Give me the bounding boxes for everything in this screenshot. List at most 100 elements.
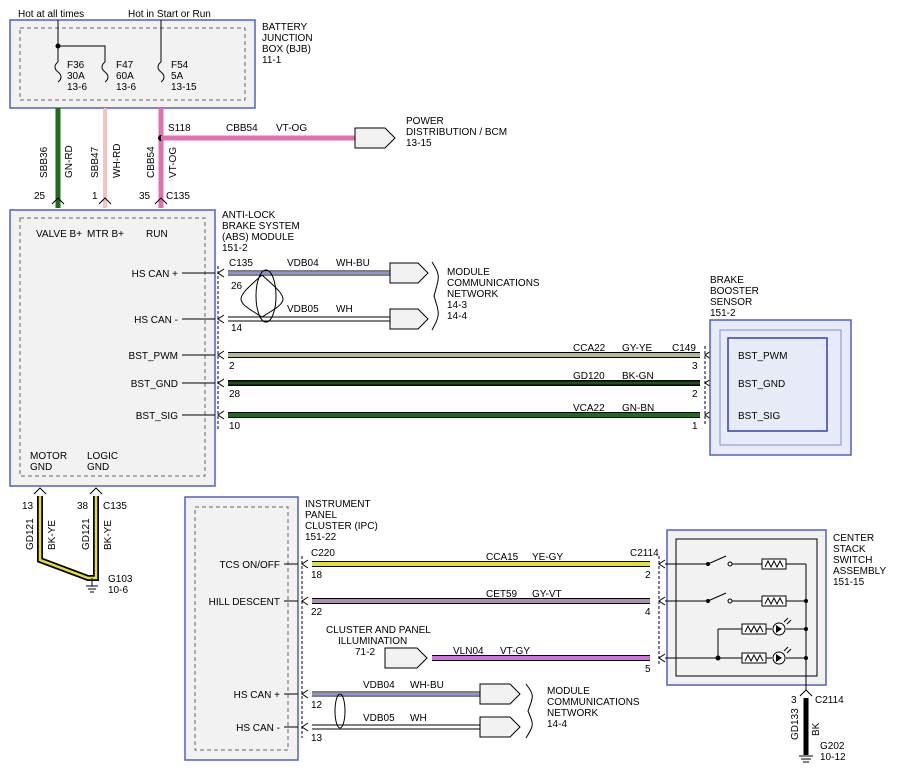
mcn-top-2: COMMUNICATIONS: [447, 278, 540, 289]
bjb-bus-line: [57, 20, 106, 62]
hot-at-all-times-label: Hot at all times: [18, 9, 84, 20]
connector-icon: [704, 350, 712, 360]
ground-icon: [86, 578, 98, 593]
hill-descent-switch-icon: [707, 592, 727, 602]
gd120-color: BK-GN: [622, 371, 654, 382]
booster-inner-1: [719, 329, 842, 446]
abs-inner-dashed: [19, 217, 206, 477]
mcn-top-5: 14-4: [447, 311, 467, 322]
fuse-f54-icon: [157, 61, 165, 83]
run-label: RUN: [146, 229, 168, 240]
bst-sig-label: BST_SIG: [136, 411, 178, 422]
led-wires: [766, 628, 806, 659]
resistor-zigzag: [764, 596, 784, 606]
far-pin-3: 3: [692, 361, 698, 372]
ipc-wh-bu: WH-BU: [410, 680, 444, 691]
hot-in-start-run-label: Hot in Start or Run: [128, 9, 211, 20]
gd121-circuit-a: GD121: [25, 518, 36, 550]
gd121-circuit-b: GD121: [81, 518, 92, 550]
splice-dot: [804, 656, 808, 660]
connector-icon: [301, 722, 309, 732]
splice-id: S118: [168, 123, 191, 134]
valve-b-plus-label: VALVE B+: [36, 229, 82, 240]
sbb47-color: WH-RD: [112, 144, 123, 178]
abs-can-wires: C135 26 VDB04 WH-BU 14 VDB05 WH MODULE C…: [228, 258, 540, 334]
connector-icon: [154, 197, 168, 205]
abs-title-3: (ABS) MODULE: [222, 232, 295, 243]
css-title-1: CENTER: [833, 533, 874, 544]
bjb-title-1: BATTERY: [262, 22, 308, 33]
led-diode-icon: [776, 625, 782, 633]
f36-amp: 30A: [67, 71, 85, 82]
abs-feed-wires: SBB36 GN-RD SBB47 WH-RD CBB54 VT-OG 25 1…: [34, 108, 190, 208]
gd133-color: BK: [811, 722, 822, 736]
resistor-zigzag: [744, 653, 764, 663]
ipc-switch-wires: C220 18 22 CCA15 YE-GY CET59 GY-VT C2114…: [311, 548, 659, 618]
ipc-can-wires: 12 13 VDB04 WH-BU VDB05 WH MODULE COMMUN…: [311, 680, 640, 744]
sw-pin-4: 4: [645, 607, 651, 618]
far-pin-2: 2: [692, 389, 698, 400]
css-title-4: ASSEMBLY: [833, 566, 886, 577]
pin-25: 25: [34, 191, 46, 202]
booster-title-3: SENSOR: [710, 297, 752, 308]
bjb-title-2: JUNCTION: [262, 33, 313, 44]
cbb54-color: VT-OG: [168, 147, 179, 178]
connector-icon: [33, 487, 47, 495]
instrument-panel-cluster: INSTRUMENT PANEL CLUSTER (IPC) 151-22 TC…: [184, 496, 378, 761]
ipc-pin-stubs: [284, 563, 298, 728]
abs-can-pin-14: 14: [231, 323, 243, 334]
mtr-b-plus-label: MTR B+: [87, 229, 124, 240]
fuse-f36-icon: [54, 61, 62, 83]
f54-ref: 13-15: [171, 82, 197, 93]
gd133-connector: C2114: [815, 695, 844, 706]
connector-icon: [301, 559, 309, 569]
pin-1: 1: [92, 191, 98, 202]
abs-outline: [9, 209, 216, 487]
motor-gnd-2: GND: [30, 462, 52, 473]
ipc-hs-can-plus-label: HS CAN +: [234, 690, 281, 701]
sbb47-circuit: SBB47: [90, 146, 101, 178]
bst-wires: 2 28 10 CCA22 GY-YE GD120 BK-GN VCA22 GN…: [228, 343, 735, 432]
abs-ref: 151-2: [222, 243, 248, 254]
ipc-title-2: PANEL: [305, 510, 337, 521]
bst-pin-28: 28: [229, 389, 241, 400]
abs-can-vdb05: VDB05: [287, 304, 319, 315]
vca22-color: GN-BN: [622, 403, 654, 414]
connector-icon: [89, 487, 103, 495]
connector-icon: [799, 689, 813, 697]
connector-icon: [658, 596, 666, 606]
ipc-pin-22: 22: [311, 607, 323, 618]
resistor-zigzag: [764, 559, 784, 569]
f54-amp: 5A: [171, 71, 184, 82]
f54-id: F54: [171, 60, 189, 71]
connector-icon: [658, 559, 666, 569]
center-stack-switch-assembly: CENTER STACK SWITCH ASSEMBLY 151-15: [658, 529, 886, 690]
brace-icon: [431, 261, 439, 331]
abs-gnd-pin-13: 13: [22, 501, 34, 512]
mcn-top-4: 14-3: [447, 300, 467, 311]
splice-dot: [804, 627, 808, 631]
illum-line-2: ILLUMINATION: [338, 636, 407, 647]
power-distribution-connector-icon: [354, 127, 396, 149]
gd121-color-a: BK-YE: [47, 520, 58, 550]
abs-can-wh-bu: WH-BU: [336, 258, 370, 269]
led-light-rays-icon: [783, 617, 792, 654]
g202-id: G202: [820, 741, 845, 752]
brace-icon: [525, 683, 533, 739]
mcn-bottom-3: NETWORK: [547, 708, 598, 719]
sw-pin-5: 5: [645, 664, 651, 675]
g202-ref: 10-12: [820, 752, 846, 763]
css-title-3: SWITCH: [833, 555, 872, 566]
connector-icon: [658, 653, 666, 663]
connector-icon: [98, 197, 112, 205]
g103-id: G103: [108, 574, 133, 585]
css-title-2: STACK: [833, 544, 866, 555]
ipc-hs-can-minus-label: HS CAN -: [236, 723, 280, 734]
splice-color: VT-OG: [276, 123, 307, 134]
abs-ground-wires: 13 38 C135 GD121 BK-YE GD121 BK-YE G103 …: [22, 487, 133, 596]
connector-icon: [704, 378, 712, 388]
f47-amp: 60A: [116, 71, 134, 82]
css-inner: [675, 538, 818, 677]
pin-35: 35: [139, 191, 151, 202]
f36-ref: 13-6: [67, 82, 87, 93]
